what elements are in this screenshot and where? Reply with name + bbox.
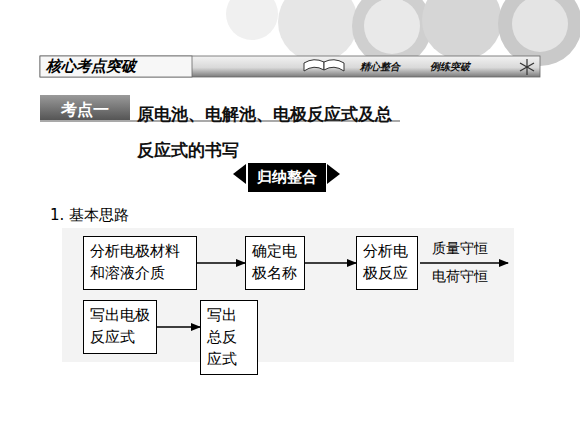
process-box: 分析电极材料和溶液介质 (83, 236, 197, 290)
summary-banner: 归纳整合 (248, 163, 326, 192)
section-heading: 1. 基本思路 (50, 206, 129, 224)
header-tab (40, 56, 192, 77)
header-slogan: 精心整合 (360, 60, 400, 73)
node-text: 确定电极名称 (252, 241, 298, 285)
flow-arrow (197, 262, 245, 263)
flow-arrow (157, 326, 200, 327)
process-box: 分析电极反应 (356, 236, 418, 290)
right-triangle (327, 164, 340, 184)
header-slogan: 例练突破 (430, 60, 470, 73)
header-bar (40, 56, 540, 77)
process-box: 写出总反应式 (200, 300, 258, 375)
node-text: 分析电极材料和溶液介质 (90, 241, 190, 285)
snowflake-icon (520, 59, 534, 75)
node-text: 写出电极反应式 (90, 305, 150, 349)
topic-tab (40, 95, 130, 120)
node-text: 考点一 (61, 100, 109, 121)
book-icon (304, 60, 344, 71)
diagram-ground (62, 228, 514, 362)
edge-note: 质量守恒 (432, 240, 488, 257)
process-box: 写出电极反应式 (83, 300, 157, 354)
edge-note: 电荷守恒 (432, 268, 488, 285)
continue-arrow (420, 262, 508, 263)
slide-title: 原电池、电解池、电极反应式及总反应式的书写 (137, 96, 399, 168)
header-label: 核心考点突破 (46, 57, 136, 76)
left-triangle (233, 164, 246, 184)
node-text: 归纳整合 (257, 168, 317, 187)
node-text: 写出总反应式 (207, 305, 251, 370)
node-text: 分析电极反应 (363, 241, 411, 285)
flow-arrow (305, 262, 356, 263)
process-box: 确定电极名称 (245, 236, 305, 290)
topic-tab-label: 考点一 (40, 95, 130, 126)
